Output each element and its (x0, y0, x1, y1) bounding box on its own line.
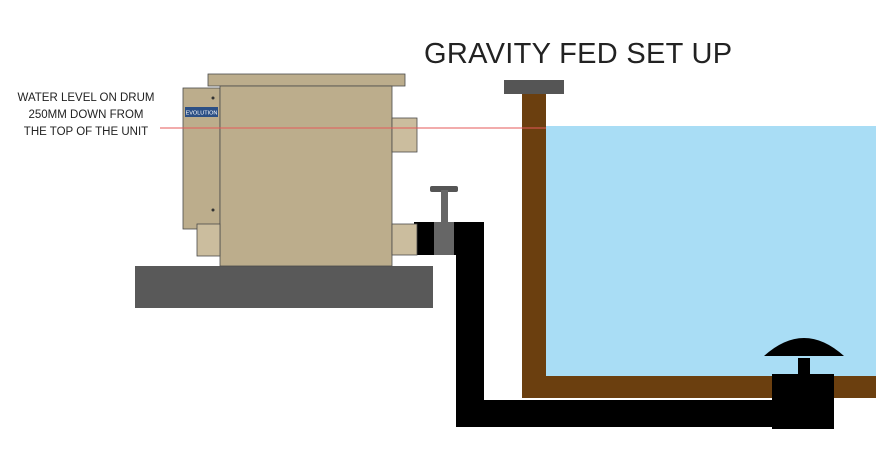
annotation-line: WATER LEVEL ON DRUM (17, 92, 155, 104)
gravity-pipe (456, 223, 780, 427)
valve-handle (430, 186, 458, 192)
water-level-annotation: WATER LEVEL ON DRUM 250MM DOWN FROM THE … (6, 90, 166, 141)
pond-water (543, 126, 876, 376)
platform (135, 266, 433, 308)
drum-lid (207, 73, 406, 87)
valve-stem (441, 190, 448, 224)
drum-body (219, 85, 393, 267)
diagram-title: GRAVITY FED SET UP (424, 38, 733, 70)
panel-screw (211, 96, 215, 100)
inlet-pipe-left (196, 223, 221, 257)
drum-badge-text: EVOLUTION (186, 111, 218, 117)
valve-body (434, 222, 454, 255)
inlet-pipe-right (391, 223, 418, 256)
bottom-drain-body (772, 374, 834, 429)
annotation-line: 250MM DOWN FROM (28, 109, 144, 121)
panel-screw (211, 208, 215, 212)
annotation-line: THE TOP OF THE UNIT (23, 126, 149, 138)
drum-badge (185, 107, 218, 117)
pond-edge-cap (504, 80, 564, 94)
outlet-pipe-upper (391, 117, 418, 153)
bottom-drain-stem (798, 358, 810, 376)
bottom-drain-dome (764, 338, 844, 356)
